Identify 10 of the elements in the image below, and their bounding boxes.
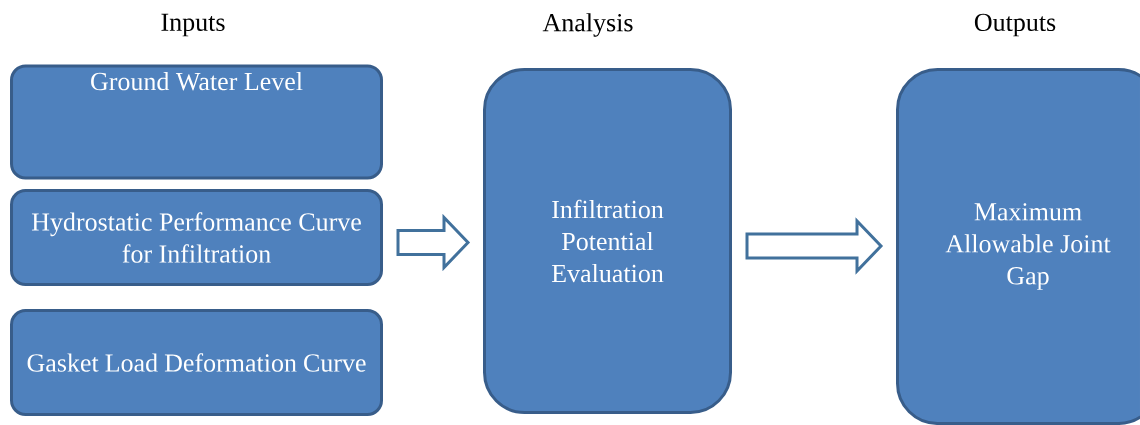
column-heading: Inputs: [161, 13, 225, 37]
block-arrow: [396, 213, 471, 272]
column-heading: Outputs: [974, 13, 1056, 37]
process-box: Gasket Load Deformation Curve: [10, 309, 383, 416]
block-arrow: [745, 217, 884, 275]
process-box: Hydrostatic Performance Curve for Infiltration: [10, 189, 383, 286]
column-heading: Analysis: [542, 13, 633, 37]
process-box: Ground Water Level: [10, 64, 383, 180]
process-box: Maximum Allowable Joint Gap: [896, 68, 1140, 425]
process-box: Infiltration Potential Evaluation: [483, 68, 732, 414]
